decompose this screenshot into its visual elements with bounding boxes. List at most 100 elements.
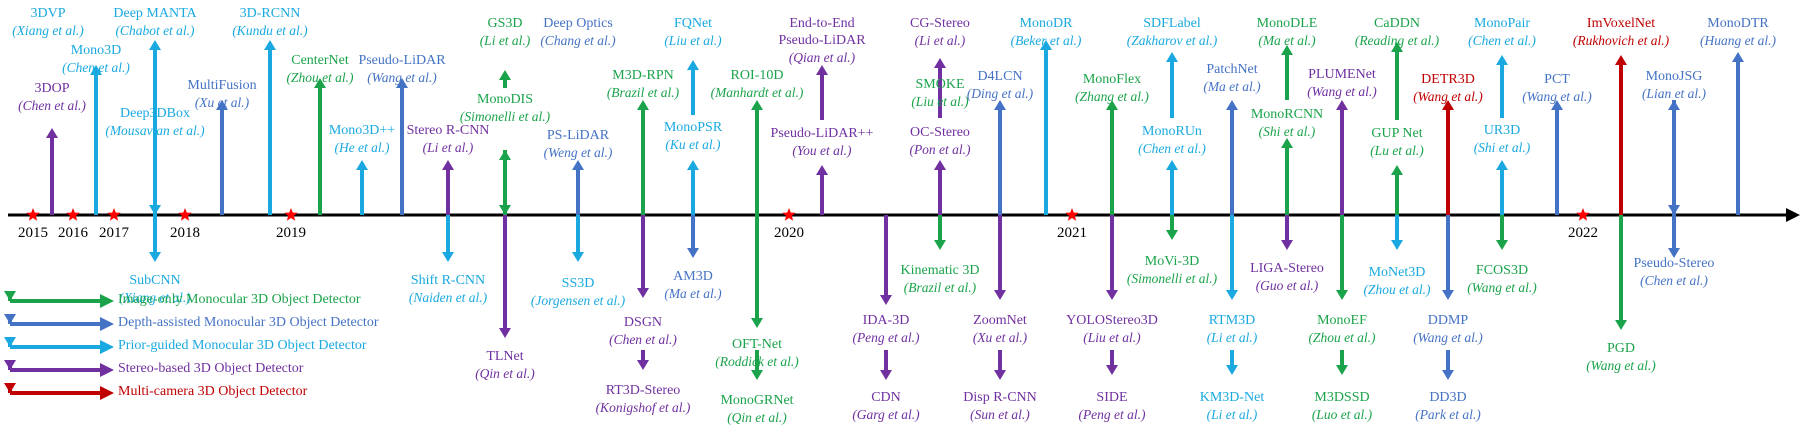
timeline-axis-arrowhead [1786,208,1800,222]
method-authors: (Ku et al.) [665,137,721,152]
method-name: TLNet [486,349,524,364]
method-imvoxelnet: ImVoxelNet(Rukhovich et al.) [1573,15,1669,49]
method-authors: (Brazil et al.) [903,280,977,295]
method-authors: (Brazil et al.) [606,85,680,100]
method-name: DDMP [1427,313,1469,328]
method-kinematic-3d: Kinematic 3D (Brazil et al.) [901,262,980,296]
legend-arrow-head-1 [100,317,114,331]
method-authors: (Wang et al.) [1586,358,1656,373]
year-star-2016 [66,208,80,221]
method-authors: (Shi et al.) [1473,140,1531,155]
method-deep-optics: Deep Optics(Chang et al.) [540,15,615,49]
method-arrow-48-head [1281,45,1293,55]
method-authors: (Chang et al.) [540,33,616,48]
method-authors: (Chen et al.) [1468,33,1536,48]
method-name: UR3D [1483,123,1521,138]
method-authors: (Konigshof et al.) [595,400,691,415]
method-name: ZoomNet [973,313,1027,328]
method-name: OC-Stereo [910,125,970,140]
method-arrow-62-head [1551,100,1563,110]
method-arrow-51-head [1336,290,1348,300]
method-arrow-14-head [499,328,511,338]
method-authors: (Qin et al.) [727,410,787,425]
method-dd3d: DD3D(Park et al.) [1415,389,1481,423]
method-arrow-7-head [314,78,326,88]
legend-arrow-head-4 [100,386,114,400]
method-authors: (Shi et al.) [1258,124,1316,139]
method-name: Disp R-CNN [963,390,1037,405]
method-authors: (Chen et al.) [18,98,86,113]
method-ss3d: SS3D(Jorgensen et al.) [531,275,625,309]
method-arrow-44-head [1226,100,1238,110]
method-name: 3D-RCNN [239,6,301,21]
method-arrow-61-head [1496,240,1508,250]
method-deep3dbox: Deep3DBox(Mousavian et al.) [105,105,204,139]
method-sdflabel: SDFLabel(Zakharov et al.) [1127,15,1218,49]
year-star-2020 [782,208,796,221]
legend-arrow-head-3 [100,363,114,377]
legend-arrow-2-head [4,337,16,347]
method-shift-r-cnn: Shift R-CNN(Naiden et al.) [409,272,487,306]
method-authors: (Li et al.) [914,33,966,48]
method-arrow-1-head [90,65,102,75]
method-authors: (Jorgensen et al.) [530,293,626,308]
method-arrow-16-head [572,160,584,170]
method-arrow-2-head [149,40,161,50]
method-name: CaDDN [1374,16,1420,31]
method-authors: (Qin et al.) [475,366,535,381]
method-authors: (Beker et al.) [1010,33,1082,48]
method-arrow-43-head [1166,230,1178,240]
method-name: MonoPair [1473,16,1530,31]
method-name: AM3D [673,269,713,284]
method-name: CDN [871,390,901,405]
method-dsgn: DSGN(Chen et al.) [609,314,677,348]
method-authors: (Naiden et al.) [408,290,488,305]
method-monodr: MonoDR(Beker et al.) [1011,15,1082,49]
method-arrow-0-head [46,128,58,138]
year-label-2021: 2021 [1057,225,1087,241]
method-arrow-3-head [149,205,161,215]
method-arrow-23-head [687,60,699,70]
method-disp-r-cnn: Disp R-CNN(Sun et al.) [963,389,1037,423]
method-arrow-6-head [264,40,276,50]
method-name: Kinematic 3D [900,263,980,278]
method-arrow-27-head [816,165,828,175]
method-name: LIGA-Stereo [1250,261,1324,276]
method-arrow-11-head [442,252,454,262]
method-monorcnn: MonoRCNN(Shi et al.) [1251,106,1323,140]
year-label-2020: 2020 [774,225,804,241]
method-authors: (Wang et al.) [1413,330,1483,345]
year-star-2022 [1576,208,1590,221]
method-name: ROI-10D [730,68,784,83]
method-arrow-45-head [1226,290,1238,300]
method-name: D4LCN [977,69,1023,84]
year-star-2021 [1065,208,1079,221]
year-star-2015 [26,208,40,221]
method-mono3d: Mono3D++(He et al.) [329,122,395,156]
method-authors: (Wang et al.) [367,70,437,85]
method-name: SubCNN [129,273,181,288]
method-arrow-41-head [1166,160,1178,170]
year-star-2017 [107,208,121,221]
method-arrow-46-head [1226,365,1238,375]
method-name: SIDE [1096,390,1128,405]
method-name: 3DOP [34,81,70,96]
method-am3d: AM3D(Ma et al.) [664,268,721,302]
method-authors: (Chen et al.) [609,332,677,347]
method-name: SDFLabel [1143,16,1201,31]
method-monogrnet: MonoGRNet(Qin et al.) [720,392,793,426]
method-authors: (Qian et al.) [788,50,856,65]
method-name: Deep MANTA [113,6,197,21]
method-name: PLUMENet [1308,67,1376,82]
method-monoflex: MonoFlex(Zhang et al.) [1075,71,1149,105]
method-name: Deep3DBox [119,106,190,121]
method-arrow-50-head [1336,100,1348,110]
method-authors: (Chen et al.) [1640,273,1708,288]
method-authors: (Weng et al.) [543,145,613,160]
legend-arrow-0-head [4,291,16,301]
method-end-to-end-pseudo-lidar: End-to-End Pseudo-LiDAR(Qian et al.) [767,15,877,66]
method-name: Pseudo-LiDAR [358,53,446,68]
method-multifusion: MultiFusion(Xu et al.) [187,77,256,111]
method-stereo-r-cnn: Stereo R-CNN(Li et al.) [407,122,490,156]
